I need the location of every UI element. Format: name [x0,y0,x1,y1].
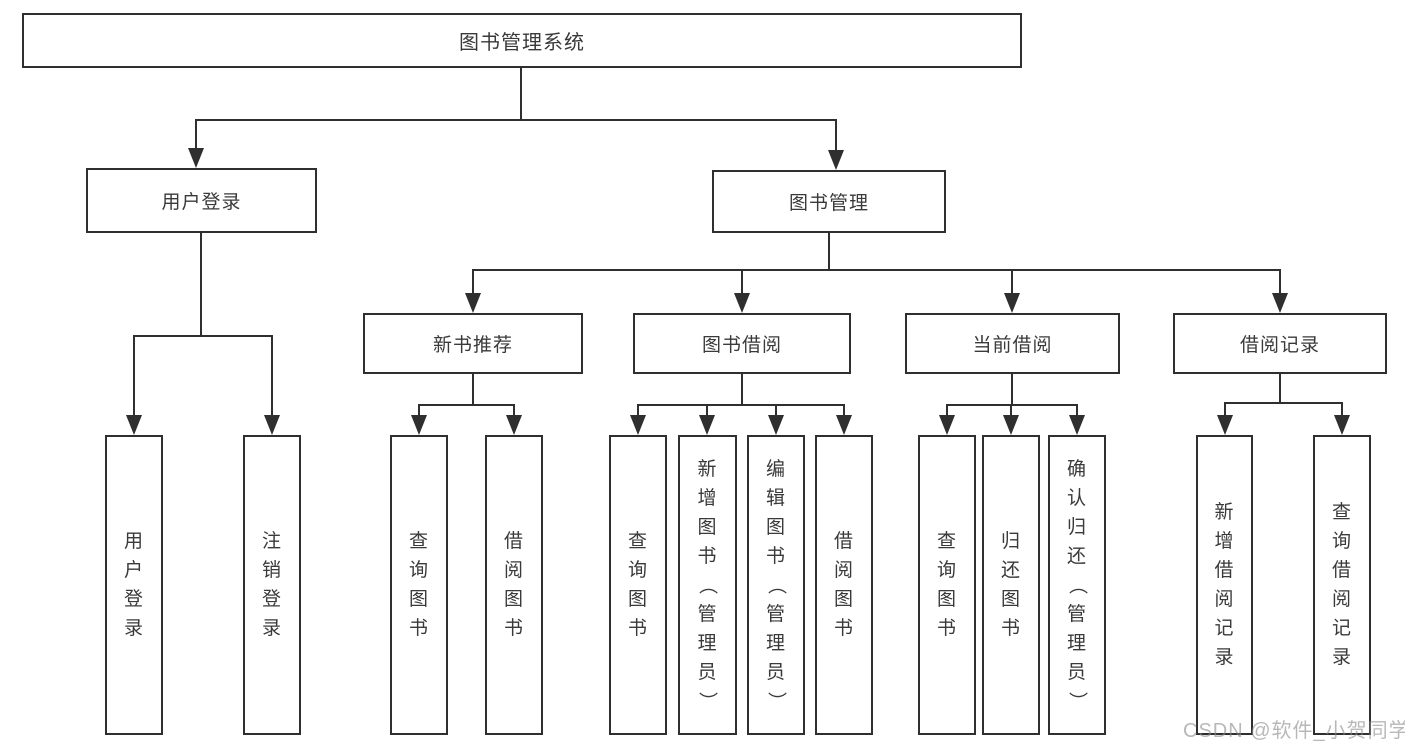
leaf-add-borrow-record-label: 新增借阅记录 [1214,502,1235,668]
leaf-add-books-admin-label: 新增图书（管理员） [696,458,718,712]
leaf-query-books-2-label: 查询图书 [627,531,648,639]
leaf-edit-books-admin: 编辑图书（管理员） [747,435,805,735]
arrow-stem [706,405,708,415]
arrow-stem [1076,405,1078,415]
connector-line [133,335,273,337]
arrowhead-down-icon [506,415,522,435]
root-node-label: 图书管理系统 [459,32,585,54]
leaf-query-books-1-label: 查询图书 [408,531,429,639]
arrow-stem [843,405,845,415]
connector-line [1279,374,1281,403]
arrowhead-down-icon [126,415,142,435]
arrowhead-down-icon [188,148,204,168]
node-new-book-recommend-label: 新书推荐 [432,335,513,356]
arrow-stem [195,120,197,148]
arrowhead-down-icon [734,293,750,313]
node-book-borrow: 图书借阅 [633,313,851,374]
connector-line [946,404,1078,406]
arrowhead-down-icon [836,415,852,435]
leaf-logout: 注销登录 [243,435,301,735]
root-node: 图书管理系统 [22,13,1022,68]
leaf-user-login-label: 用户登录 [123,531,144,639]
arrowhead-down-icon [1069,415,1085,435]
arrowhead-down-icon [1272,293,1288,313]
connector-line [637,404,845,406]
arrowhead-down-icon [828,150,844,170]
arrow-stem [271,336,273,415]
node-current-borrow: 当前借阅 [905,313,1120,374]
leaf-query-books-3: 查询图书 [918,435,976,735]
arrow-stem [472,270,474,293]
leaf-query-books-1: 查询图书 [390,435,448,735]
arrowhead-down-icon [1003,415,1019,435]
arrow-stem [1341,403,1343,415]
leaf-add-borrow-record: 新增借阅记录 [1196,435,1253,735]
connector-line [418,404,515,406]
arrowhead-down-icon [699,415,715,435]
arrow-stem [1224,403,1226,415]
leaf-borrow-books-1: 借阅图书 [485,435,543,735]
connector-line [472,374,474,405]
connector-line [741,374,743,405]
arrowhead-down-icon [630,415,646,435]
arrow-stem [1011,270,1013,293]
arrowhead-down-icon [1334,415,1350,435]
connector-line [828,233,830,270]
node-book-management-label: 图书管理 [788,193,869,214]
arrow-stem [835,120,837,150]
connector-line [200,233,202,336]
leaf-query-books-3-label: 查询图书 [936,531,957,639]
node-current-borrow-label: 当前借阅 [972,335,1053,356]
node-user-login-label: 用户登录 [161,192,242,213]
arrow-stem [133,336,135,415]
arrow-stem [741,270,743,293]
leaf-query-books-2: 查询图书 [609,435,667,735]
connector-line [472,269,1281,271]
leaf-query-borrow-record-label: 查询借阅记录 [1331,502,1352,668]
leaf-borrow-books-2-label: 借阅图书 [833,531,854,639]
arrowhead-down-icon [939,415,955,435]
arrow-stem [637,405,639,415]
arrow-stem [1010,405,1012,415]
node-user-login: 用户登录 [86,168,317,233]
connector-line [520,68,522,120]
leaf-borrow-books-1-label: 借阅图书 [503,531,524,639]
node-borrow-records-label: 借阅记录 [1239,335,1320,356]
leaf-borrow-books-2: 借阅图书 [815,435,873,735]
node-book-borrow-label: 图书借阅 [701,335,782,356]
connector-line [195,119,837,121]
leaf-return-books: 归还图书 [982,435,1040,735]
leaf-query-borrow-record: 查询借阅记录 [1313,435,1371,735]
leaf-edit-books-admin-label: 编辑图书（管理员） [765,458,787,712]
arrow-stem [775,405,777,415]
arrow-stem [418,405,420,415]
node-new-book-recommend: 新书推荐 [363,313,583,374]
arrowhead-down-icon [768,415,784,435]
arrowhead-down-icon [411,415,427,435]
node-borrow-records: 借阅记录 [1173,313,1387,374]
leaf-confirm-return-admin-label: 确认归还（管理员） [1066,458,1088,712]
arrow-stem [513,405,515,415]
csdn-watermark: CSDN @软件_小贺同学 [1183,720,1405,742]
arrow-stem [1279,270,1281,293]
arrowhead-down-icon [1004,293,1020,313]
connector-line [1224,402,1343,404]
arrow-stem [946,405,948,415]
leaf-return-books-label: 归还图书 [1000,531,1021,639]
connector-line [1011,374,1013,405]
arrowhead-down-icon [465,293,481,313]
arrowhead-down-icon [264,415,280,435]
leaf-add-books-admin: 新增图书（管理员） [678,435,737,735]
arrowhead-down-icon [1217,415,1233,435]
leaf-user-login: 用户登录 [105,435,163,735]
leaf-confirm-return-admin: 确认归还（管理员） [1048,435,1106,735]
leaf-logout-label: 注销登录 [261,531,282,639]
node-book-management: 图书管理 [712,170,946,233]
